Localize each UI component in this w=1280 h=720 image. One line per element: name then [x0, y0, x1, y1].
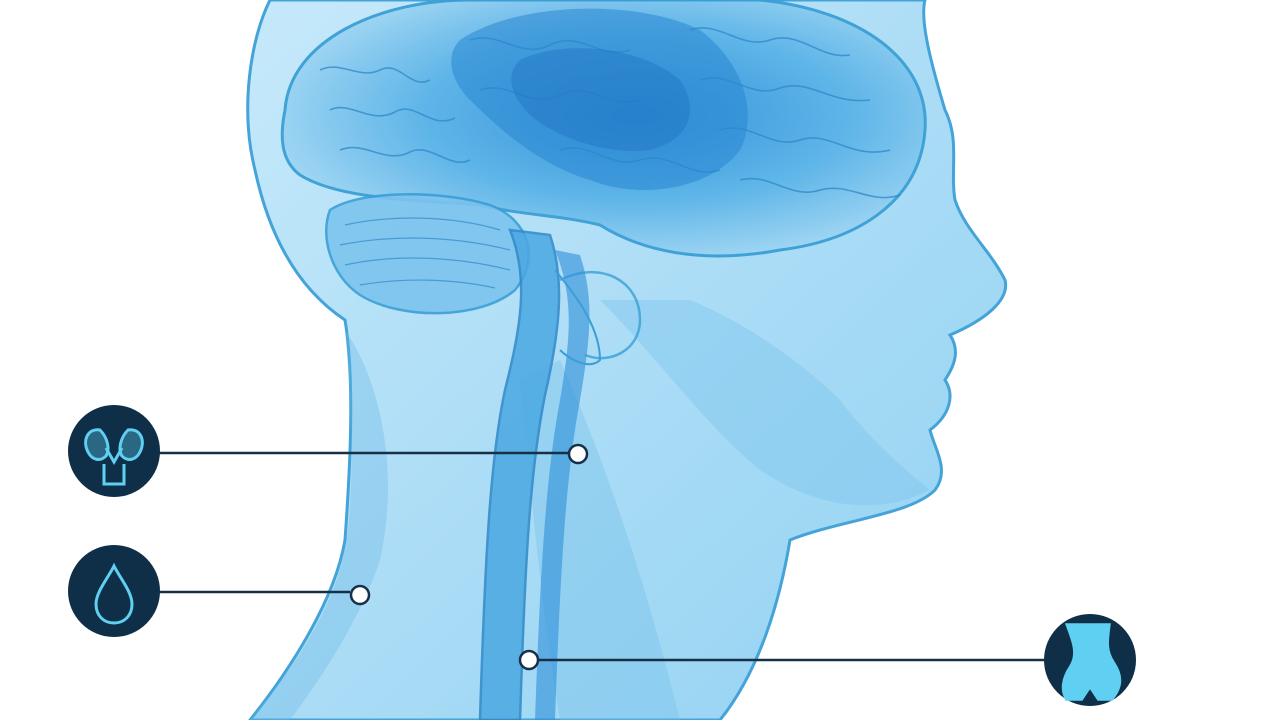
thyroid-icon: [84, 428, 144, 486]
fluid-badge[interactable]: [68, 545, 160, 637]
callout-endpoints: [349, 443, 589, 671]
thyroid-badge[interactable]: [68, 405, 160, 497]
water-drop-icon: [94, 562, 134, 625]
nasal-badge[interactable]: [1044, 614, 1136, 706]
callout-point-thyroid: [567, 443, 589, 465]
brain: [280, 0, 927, 258]
ear-outline: [559, 270, 642, 360]
nose-icon: [1061, 623, 1122, 701]
face-shading: [600, 300, 930, 506]
callout-point-nasal: [518, 649, 540, 671]
brainstem-and-airway: [478, 228, 602, 720]
callout-lines: [155, 451, 1048, 662]
callout-point-fluid: [349, 584, 371, 606]
cerebellum: [325, 193, 530, 315]
neck-shading-left: [250, 330, 388, 720]
